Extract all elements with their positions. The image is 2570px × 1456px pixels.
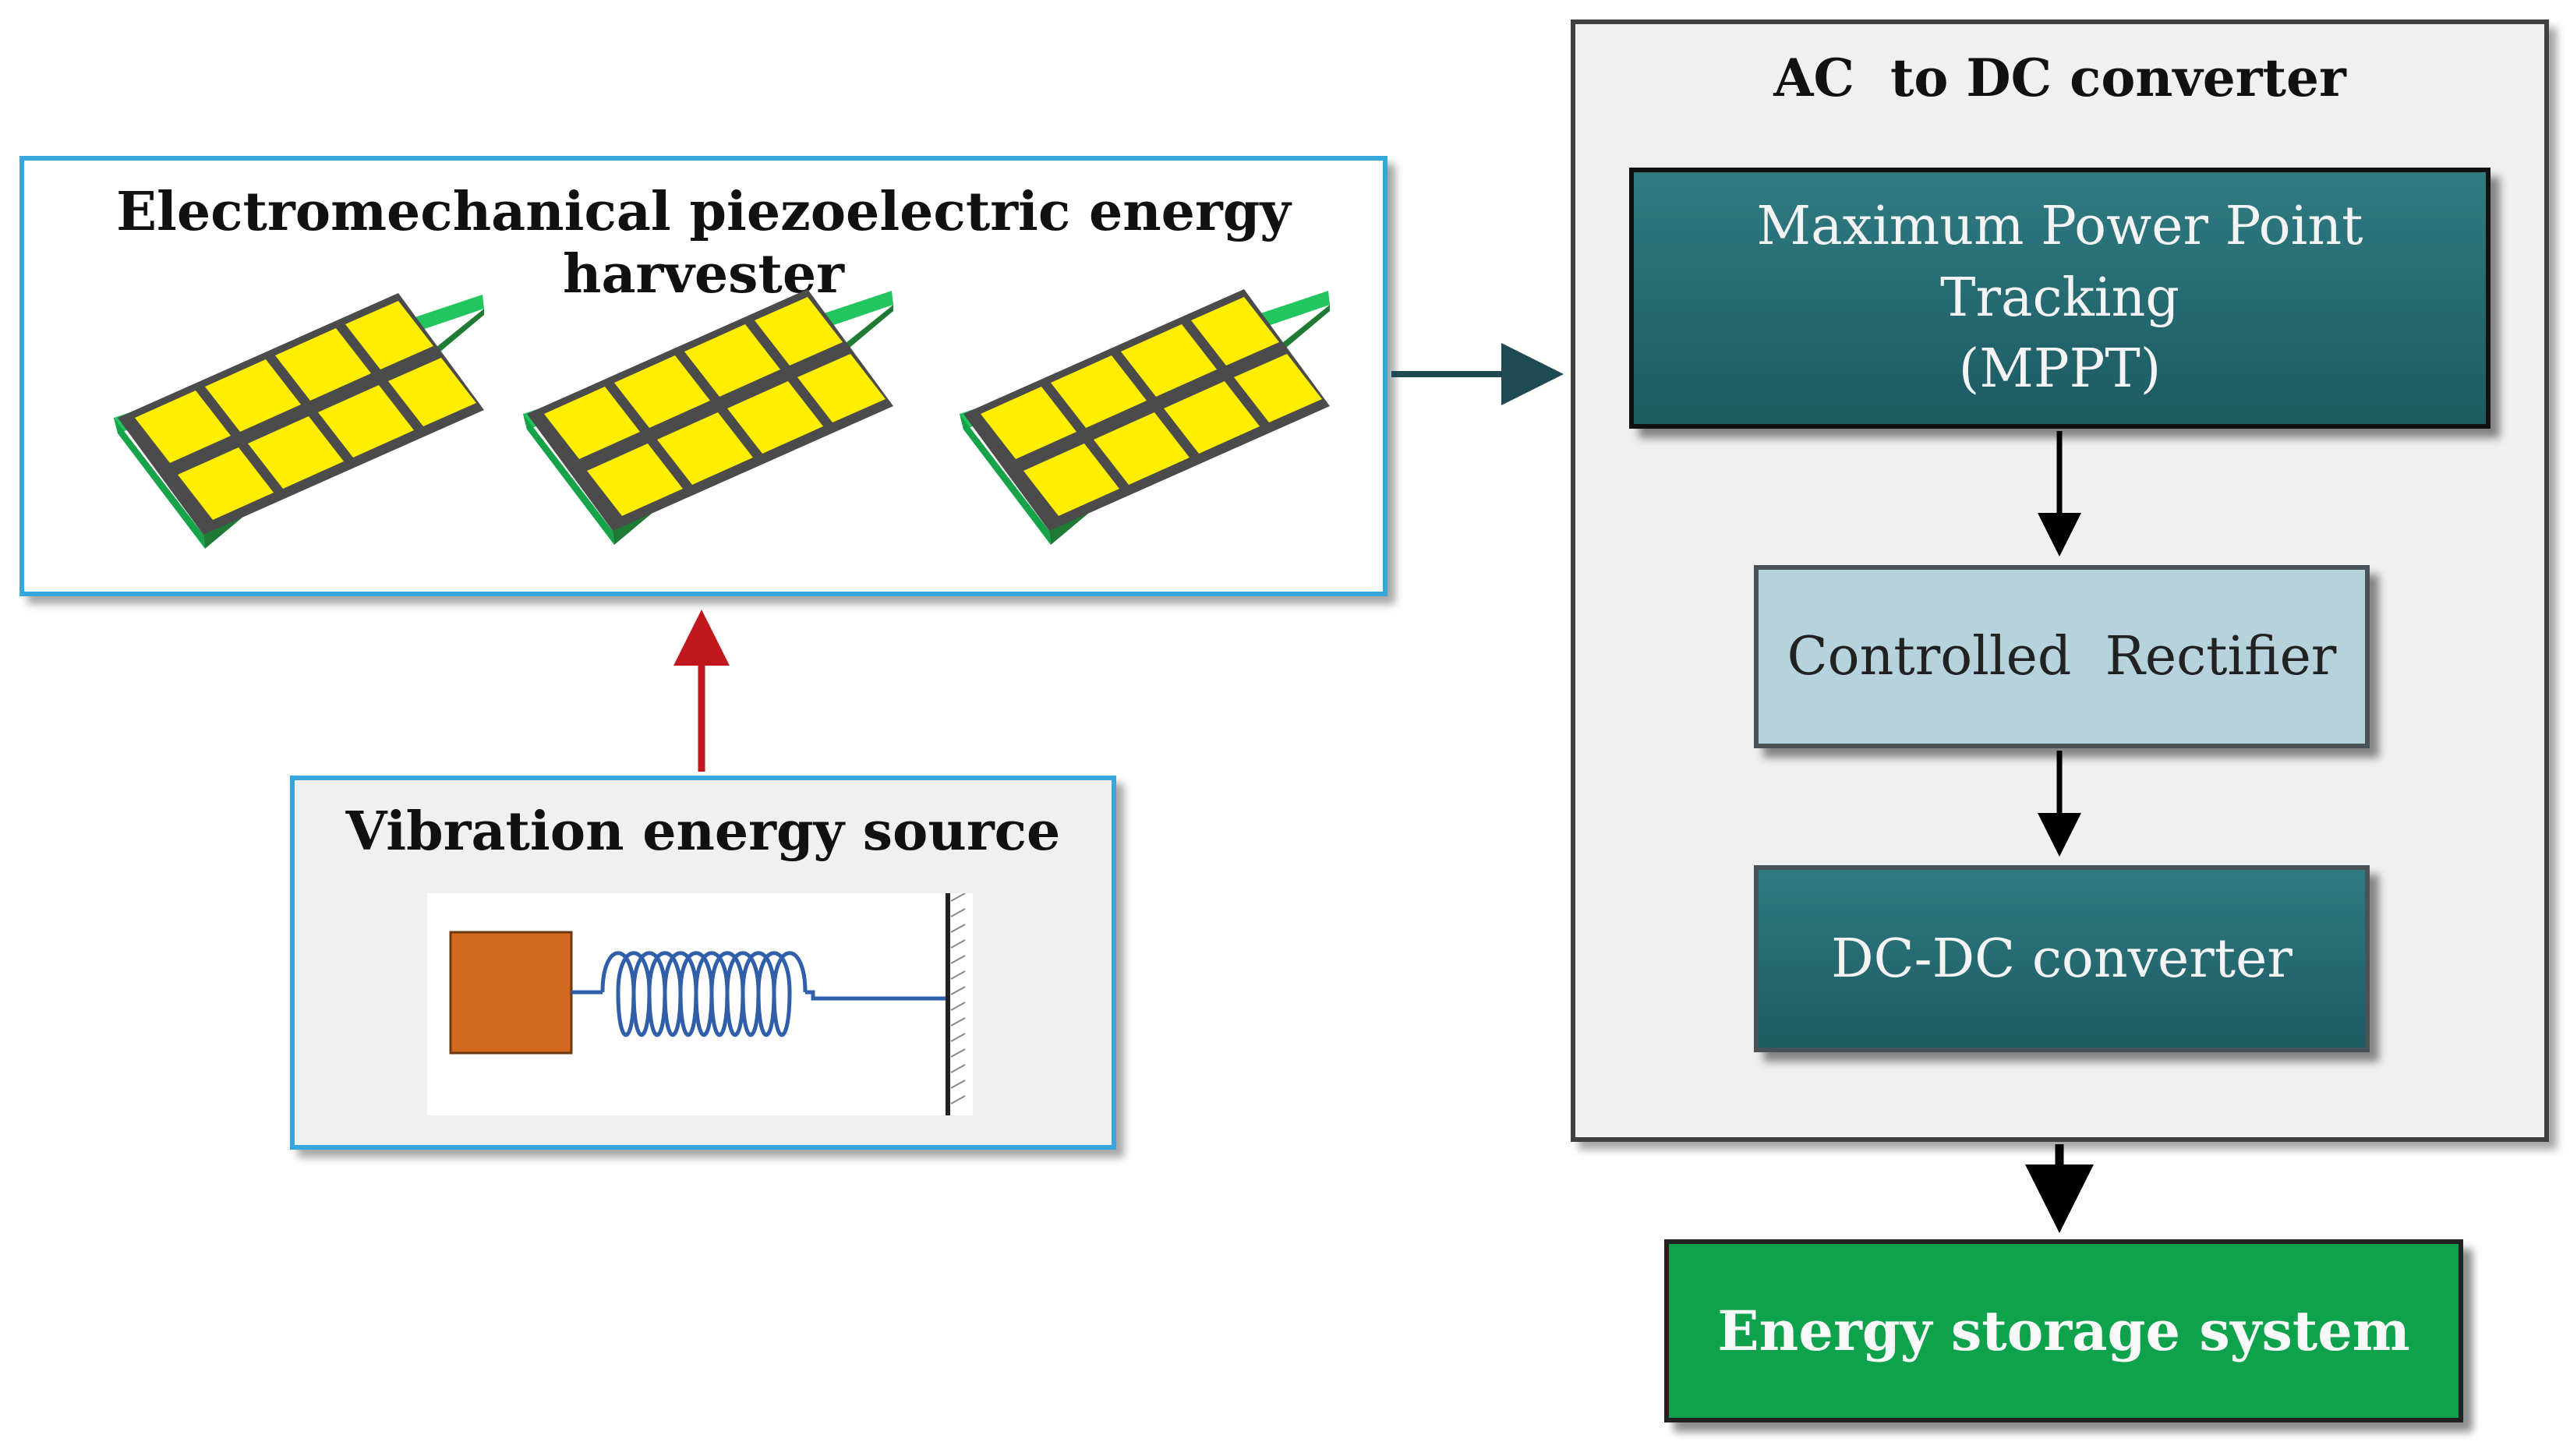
dcdc-block: DC-DC converter — [1754, 865, 2370, 1052]
converter-title: AC to DC converter — [1773, 48, 2346, 108]
storage-label: Energy storage system — [1717, 1299, 2410, 1363]
harvester-panel: Electromechanical piezoelectric energy h… — [19, 156, 1388, 596]
piezoelectric-plates-icon — [114, 289, 1330, 549]
mppt-block: Maximum Power Point Tracking (MPPT) — [1629, 168, 2490, 429]
mass-block-icon — [449, 931, 573, 1055]
rectifier-label: Controlled Rectifier — [1787, 626, 2337, 687]
mppt-label: Maximum Power Point Tracking — [1756, 195, 2363, 329]
mppt-abbrev: (MPPT) — [1958, 338, 2162, 401]
harvester-title: Electromechanical piezoelectric energy h… — [116, 181, 1291, 306]
dcdc-label: DC-DC converter — [1831, 928, 2292, 990]
rectifier-block: Controlled Rectifier — [1754, 565, 2370, 748]
spring-icon — [571, 951, 948, 1037]
vibration-source-panel: Vibration energy source — [290, 776, 1116, 1150]
energy-storage-block: Energy storage system — [1664, 1239, 2463, 1422]
vibration-title: Vibration energy source — [345, 800, 1061, 863]
mass-spring-icon — [427, 893, 973, 1115]
